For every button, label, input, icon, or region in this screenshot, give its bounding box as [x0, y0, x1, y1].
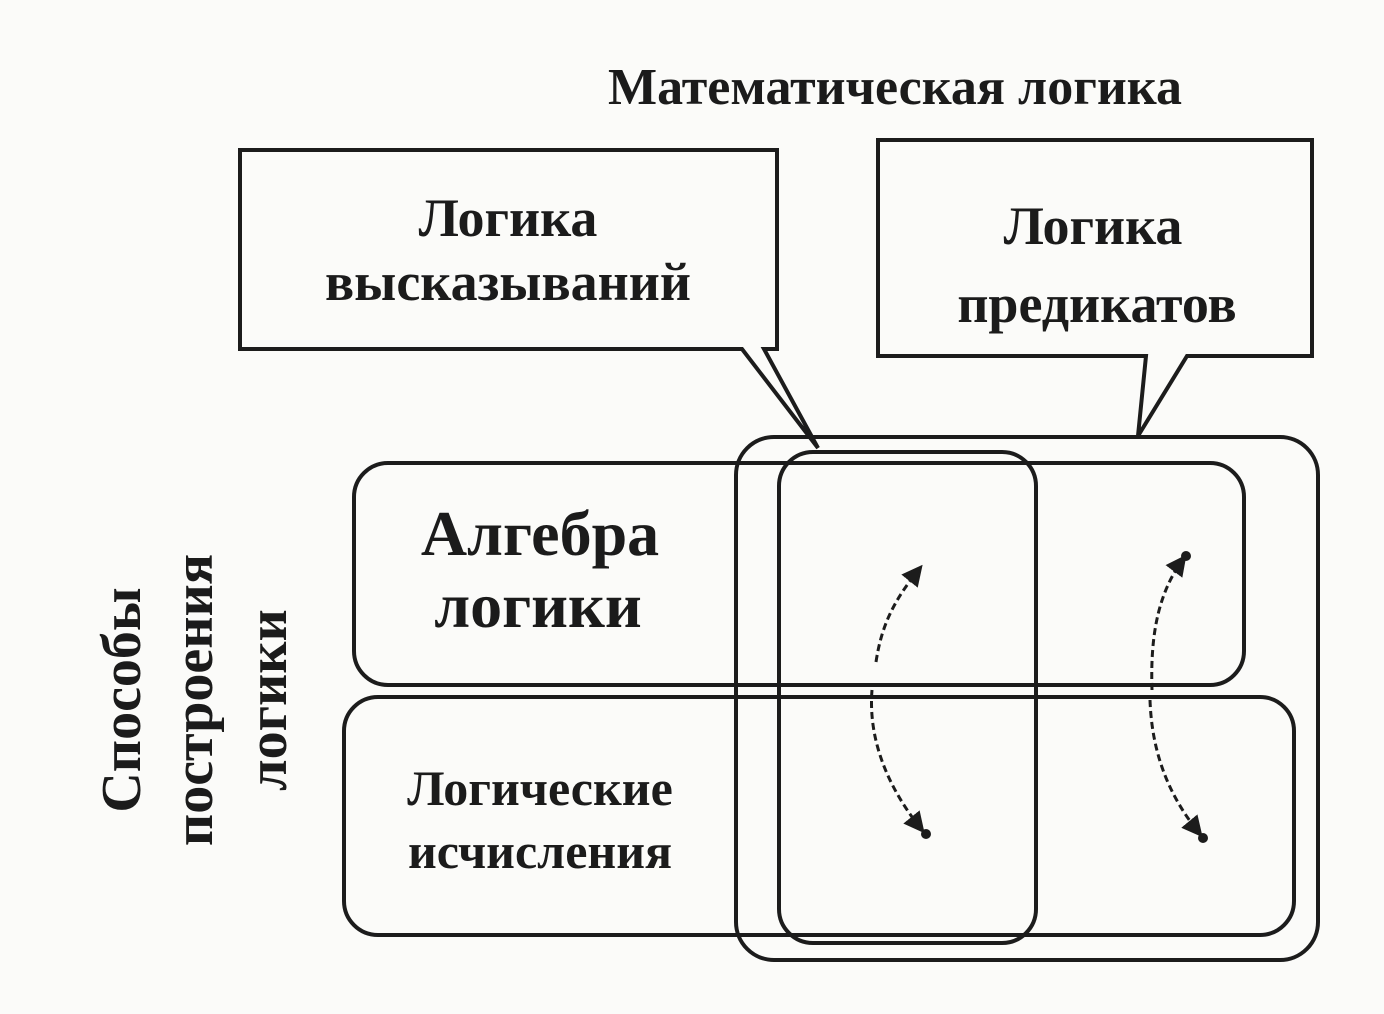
arrow-propositional-up: [874, 564, 923, 663]
callout-propositional-logic: [238, 148, 820, 450]
point-predicate-bottom: [1198, 833, 1208, 843]
callout-predicate-line1: Логика: [1004, 196, 1183, 256]
row-algebra-of-logic: [352, 461, 1246, 687]
row-calculus-line1: Логические: [407, 760, 673, 816]
row-calculus-line2: исчисления: [408, 823, 672, 879]
arrow-predicate-down: [1148, 699, 1203, 838]
point-predicate-top: [1181, 551, 1191, 561]
point-propositional: [921, 829, 931, 839]
row-logical-calculi: [342, 695, 1296, 937]
side-label-line3: логики: [237, 609, 299, 791]
callout-propositional-line1: Логика: [419, 188, 598, 248]
row-algebra-line1: Алгебра: [421, 498, 659, 569]
side-label-line2: построения: [163, 554, 225, 846]
side-label-line1: Способы: [91, 587, 153, 812]
callout-predicate-logic: [876, 138, 1314, 438]
column-predicate-logic: [734, 435, 1320, 962]
callout-propositional-line2: высказываний: [325, 252, 691, 312]
side-label: Способы построения логики: [91, 554, 299, 846]
arrow-predicate-up: [1150, 554, 1187, 691]
diagram-title: Математическая логика: [608, 59, 1182, 116]
column-propositional-logic: [777, 450, 1038, 945]
row-algebra-line2: логики: [434, 570, 642, 641]
callout-predicate-line2: предикатов: [957, 274, 1236, 334]
arrow-propositional-down: [869, 689, 925, 834]
